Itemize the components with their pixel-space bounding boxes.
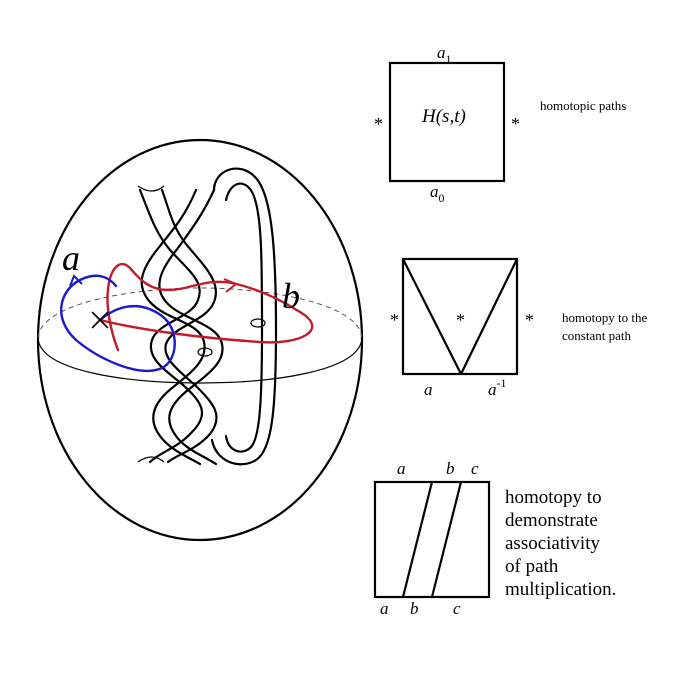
bottom-label-b: b [410, 599, 419, 618]
top-edge-label: a1 [437, 43, 452, 66]
bottom-left-label: a [424, 380, 433, 399]
label-b: b [282, 276, 300, 316]
left-diagonal [402, 258, 462, 375]
center-star: * [456, 310, 465, 330]
right-diagonal [460, 258, 518, 375]
bottom-label-a: a [380, 599, 389, 618]
path-b [98, 262, 314, 352]
panel-homotopic-paths: a1 a0 H(s,t) * * homotopic paths [374, 43, 626, 205]
braid-strands [138, 188, 224, 466]
arrow-b-icon [223, 278, 238, 293]
assoc-square [373, 480, 491, 599]
panel-associativity: a b c a b c homotopy to demonstrate asso… [373, 459, 616, 618]
bottom-label-c: c [453, 599, 461, 618]
label-a: a [62, 238, 80, 278]
left-star: * [374, 114, 383, 134]
assoc-line-2 [430, 481, 463, 598]
basepoint-marker [91, 311, 109, 329]
center-label: H(s,t) [421, 106, 466, 127]
bottom-notch [137, 456, 165, 463]
sphere-outline [36, 138, 364, 542]
left-star: * [390, 310, 399, 330]
homotopy-square [388, 61, 506, 183]
caption-associativity: homotopy to demonstrate associativity of… [505, 487, 616, 600]
top-notch [137, 185, 165, 192]
panel-constant-path: * * * a a-1 homotopy to the constant pat… [390, 257, 650, 399]
arrow-a-icon [69, 274, 83, 287]
caption-homotopic: homotopic paths [540, 98, 626, 113]
bottom-edge-label: a0 [430, 182, 445, 205]
handle-loop [197, 167, 278, 466]
assoc-line-1 [401, 481, 434, 598]
top-label-a: a [397, 459, 406, 478]
bottom-right-label: a-1 [488, 376, 507, 399]
sphere-diagram: a b [36, 138, 364, 542]
top-label-c: c [471, 459, 479, 478]
caption-constant: homotopy to the constant path [562, 310, 650, 343]
equator-front [37, 337, 363, 384]
path-a [60, 274, 176, 373]
right-star: * [511, 114, 520, 134]
top-label-b: b [446, 459, 455, 478]
right-star: * [525, 310, 534, 330]
